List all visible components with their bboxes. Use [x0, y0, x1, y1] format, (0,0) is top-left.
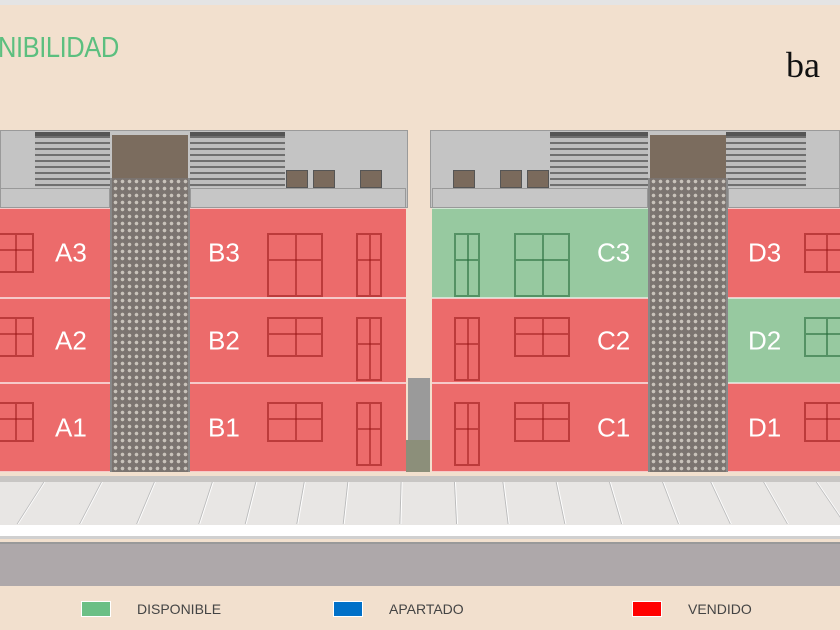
- unit-label: D3: [748, 237, 782, 268]
- roof-window: [360, 170, 382, 188]
- legend-swatch: [632, 601, 662, 617]
- unit-label: D2: [748, 325, 782, 355]
- legend-vendido: VENDIDO: [632, 601, 752, 617]
- unit-label: B2: [208, 325, 240, 355]
- legend-swatch: [333, 601, 363, 617]
- unit-B1[interactable]: B1: [190, 383, 406, 472]
- legend-swatch: [81, 601, 111, 617]
- roof-window: [500, 170, 522, 188]
- unit-label: D1: [748, 412, 782, 442]
- sidewalk: [0, 476, 840, 526]
- legend-label: APARTADO: [389, 601, 464, 617]
- unit-B3[interactable]: B3: [190, 208, 406, 298]
- legend-apartado: APARTADO: [333, 601, 464, 617]
- logo: ba: [786, 45, 820, 85]
- legend-label: VENDIDO: [688, 601, 752, 617]
- unit-A1[interactable]: A1: [0, 383, 110, 472]
- unit-C2[interactable]: C2: [432, 298, 648, 383]
- legend-label: DISPONIBLE: [137, 601, 222, 617]
- unit-D3[interactable]: D3: [728, 208, 840, 298]
- curb: [0, 525, 840, 539]
- road: [0, 542, 840, 586]
- unit-label: C1: [597, 412, 631, 442]
- unit-B2[interactable]: B2: [190, 298, 406, 383]
- pergola: [35, 132, 110, 187]
- unit-A2[interactable]: A2: [0, 298, 110, 383]
- parapet: [432, 188, 648, 208]
- unit-label: A2: [55, 325, 87, 355]
- pergola: [190, 132, 285, 187]
- pergola: [726, 132, 806, 187]
- parapet: [190, 188, 406, 208]
- unit-C3[interactable]: C3: [432, 208, 648, 298]
- stair-screen: [648, 178, 728, 472]
- unit-label: B1: [208, 412, 240, 442]
- unit-D2[interactable]: D2: [728, 298, 840, 383]
- unit-label: C2: [597, 325, 631, 355]
- unit-D1[interactable]: D1: [728, 383, 840, 472]
- unit-C1[interactable]: C1: [432, 383, 648, 472]
- parapet: [0, 188, 110, 208]
- roof-window: [313, 170, 335, 188]
- top-bar: [0, 0, 840, 5]
- unit-label: A1: [55, 412, 87, 442]
- unit-label: B3: [208, 237, 240, 268]
- roof-window: [286, 170, 308, 188]
- parapet: [728, 188, 840, 208]
- page-title: NIBILIDAD: [0, 32, 119, 64]
- gap-shadow: [406, 440, 430, 472]
- roof-window: [453, 170, 475, 188]
- stair-screen: [110, 178, 190, 472]
- unit-label: A3: [55, 237, 87, 268]
- unit-label: C3: [597, 237, 631, 268]
- roof-window: [527, 170, 549, 188]
- unit-A3[interactable]: A3: [0, 208, 110, 298]
- legend-disponible: DISPONIBLE: [81, 601, 221, 617]
- pergola: [550, 132, 648, 187]
